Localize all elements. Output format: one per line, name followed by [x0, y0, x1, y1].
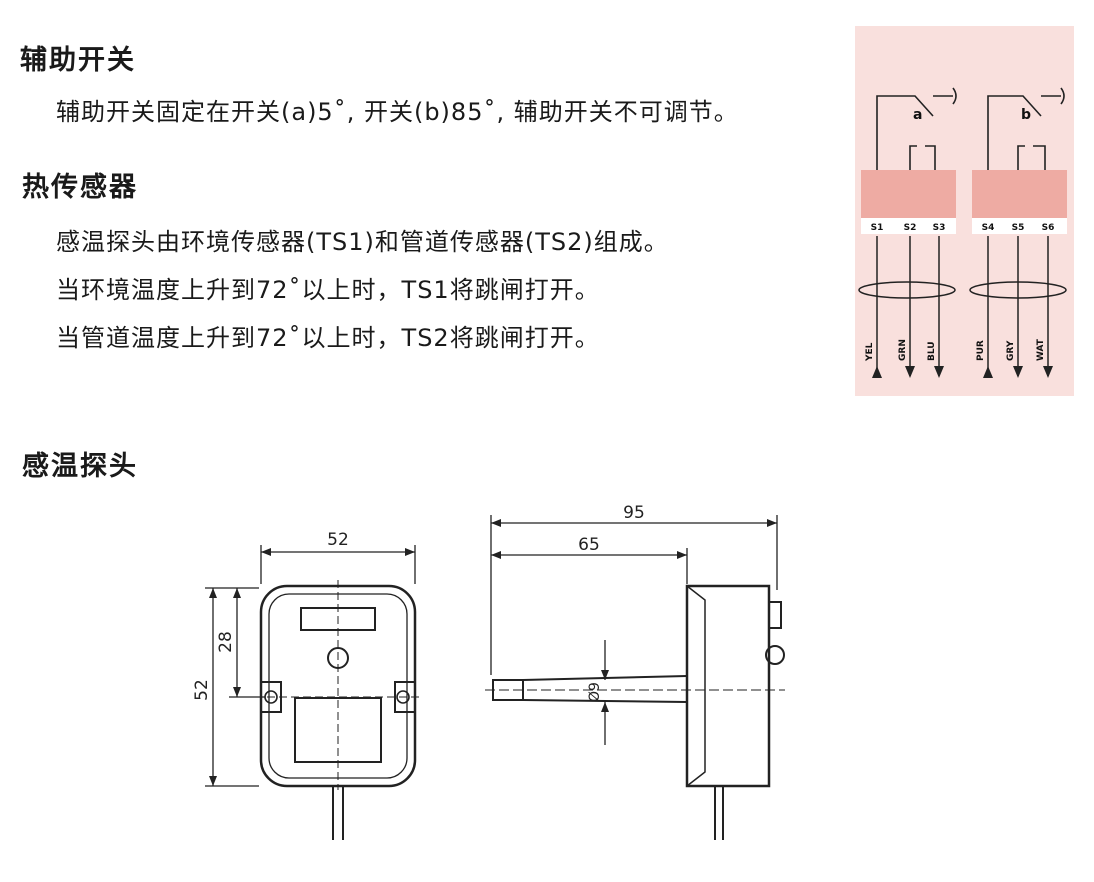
terminal-s1: S1 — [871, 223, 884, 233]
dim-hole-offset — [229, 588, 265, 698]
switch-b-lines — [987, 95, 1061, 171]
dim-label-front-height: 52 — [192, 679, 212, 701]
section-title-thermal-sensor: 热传感器 — [22, 172, 138, 203]
thermal-sensor-line-2: 当环境温度上升到72˚以上时，TS1将跳闸打开。 — [56, 276, 600, 304]
section-title-aux-switch: 辅助开关 — [20, 45, 136, 76]
thermal-sensor-line-3: 当管道温度上升到72˚以上时，TS2将跳闸打开。 — [56, 324, 600, 352]
arrow-down-icon — [1013, 366, 1023, 378]
terminal-s4: S4 — [982, 223, 995, 233]
section-title-probe: 感温探头 — [22, 451, 138, 482]
wire-label-grn: GRN — [898, 339, 908, 361]
switch-b-knob — [1060, 87, 1065, 105]
side-housing-edge — [686, 585, 706, 787]
dim-label-hole-offset: 28 — [216, 631, 236, 653]
wire-label-gry: GRY — [1006, 340, 1016, 361]
aux-switch-text: 辅助开关固定在开关(a)5˚, 开关(b)85˚, 辅助开关不可调节。 — [56, 98, 739, 126]
side-button — [765, 645, 785, 665]
dim-total-length — [490, 515, 778, 675]
dim-label-total-length: 95 — [623, 503, 645, 523]
switch-label-a: a — [913, 107, 922, 123]
dim-label-probe-diameter: Ø9 — [587, 682, 603, 702]
dim-label-front-width: 52 — [327, 530, 349, 550]
side-knob — [768, 601, 782, 629]
arrow-down-icon — [934, 366, 944, 378]
wiring-diagram: a b S1 S2 S3 S4 S5 S6 YEL GRN BLU PUR GR… — [855, 26, 1074, 396]
relay-block-2 — [972, 170, 1067, 218]
terminal-s5: S5 — [1012, 223, 1025, 233]
arrow-icon — [601, 670, 609, 712]
terminal-s6: S6 — [1042, 223, 1055, 233]
wire-label-blu: BLU — [927, 341, 937, 361]
right-mounting-hole — [396, 690, 410, 704]
switch-a-contact — [909, 145, 936, 171]
side-cables — [714, 786, 724, 840]
dim-label-probe-length: 65 — [578, 535, 600, 555]
dim-front-width — [260, 545, 416, 584]
dim-front-height — [205, 587, 259, 787]
arrow-down-icon — [905, 366, 915, 378]
switch-label-b: b — [1021, 107, 1031, 123]
switch-b-contact — [1017, 145, 1046, 171]
side-housing — [685, 584, 771, 788]
switch-a-lines — [876, 95, 953, 171]
arrow-up-icon — [872, 366, 882, 378]
relay-block-1 — [861, 170, 956, 218]
thermal-sensor-line-1: 感温探头由环境传感器(TS1)和管道传感器(TS2)组成。 — [56, 228, 669, 256]
probe-dimension-drawing: 52 52 28 95 65 Ø9 — [192, 503, 785, 840]
terminal-s3: S3 — [933, 223, 946, 233]
wire-label-yel: YEL — [865, 342, 875, 362]
wire-label-wat: WAT — [1036, 338, 1046, 361]
arrow-up-icon — [983, 366, 993, 378]
front-centerlines — [255, 580, 421, 790]
cable-bundle-2 — [969, 281, 1067, 299]
wires — [876, 236, 1049, 376]
front-cables — [332, 786, 344, 840]
cable-bundle-1 — [858, 281, 956, 299]
wire-label-pur: PUR — [976, 340, 986, 361]
arrow-down-icon — [1043, 366, 1053, 378]
switch-a-knob — [952, 87, 957, 105]
terminal-s2: S2 — [904, 223, 917, 233]
dim-probe-length — [491, 548, 688, 584]
